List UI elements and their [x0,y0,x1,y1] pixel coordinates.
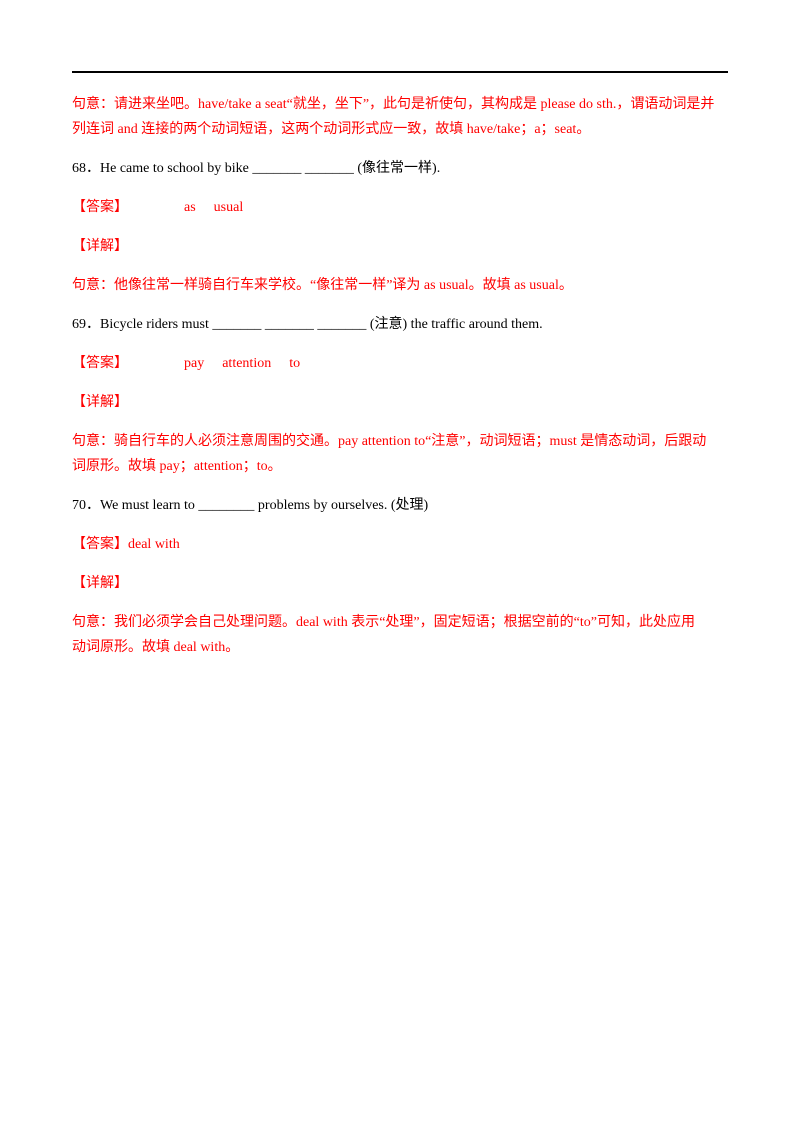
answer-word-2: usual [213,200,244,215]
q68-question: 68．He came to school by bike _______ ___… [72,161,441,176]
header-rule [72,71,728,73]
q69-explanation-line-2: 词原形。故填 pay；attention；to。 [72,459,282,474]
q67-explanation-line-2: 列连词 and 连接的两个动词短语，这两个动词形式应一致，故填 have/tak… [72,122,591,137]
q69-question: 69．Bicycle riders must _______ _______ _… [72,317,543,332]
answer-word-1: as [184,200,196,215]
q69-answer: 【答案】 pay attention to [72,351,728,376]
answer-label: 【答案】 [72,356,128,371]
answer-label: 【答案】 [72,537,128,552]
q67-explanation-line-1: 句意：请进来坐吧。have/take a seat“就坐，坐下”，此句是祈使句，… [72,97,715,112]
q69-detail-label: 【详解】 [72,395,128,410]
answer-word-2: attention [222,356,272,371]
document-body: 句意：请进来坐吧。have/take a seat“就坐，坐下”，此句是祈使句，… [72,92,728,660]
answer-word-3: to [289,356,301,371]
q70-detail-label: 【详解】 [72,576,128,591]
q70-question: 70．We must learn to ________ problems by… [72,498,429,513]
q70-explanation-line-2: 动词原形。故填 deal with。 [72,640,240,655]
answer-word-1: pay [184,356,205,371]
answer-text: deal with [128,537,180,552]
q68-explanation: 句意：他像往常一样骑自行车来学校。“像往常一样”译为 as usual。故填 a… [72,278,573,293]
q69-explanation-line-1: 句意：骑自行车的人必须注意周围的交通。pay attention to“注意”，… [72,434,707,449]
q70-explanation-line-1: 句意：我们必须学会自己处理问题。deal with 表示“处理”，固定短语；根据… [72,615,695,630]
q70-answer: 【答案】deal with [72,532,728,557]
q68-answer: 【答案】 as usual [72,195,728,220]
answer-label: 【答案】 [72,200,128,215]
q68-detail-label: 【详解】 [72,239,128,254]
